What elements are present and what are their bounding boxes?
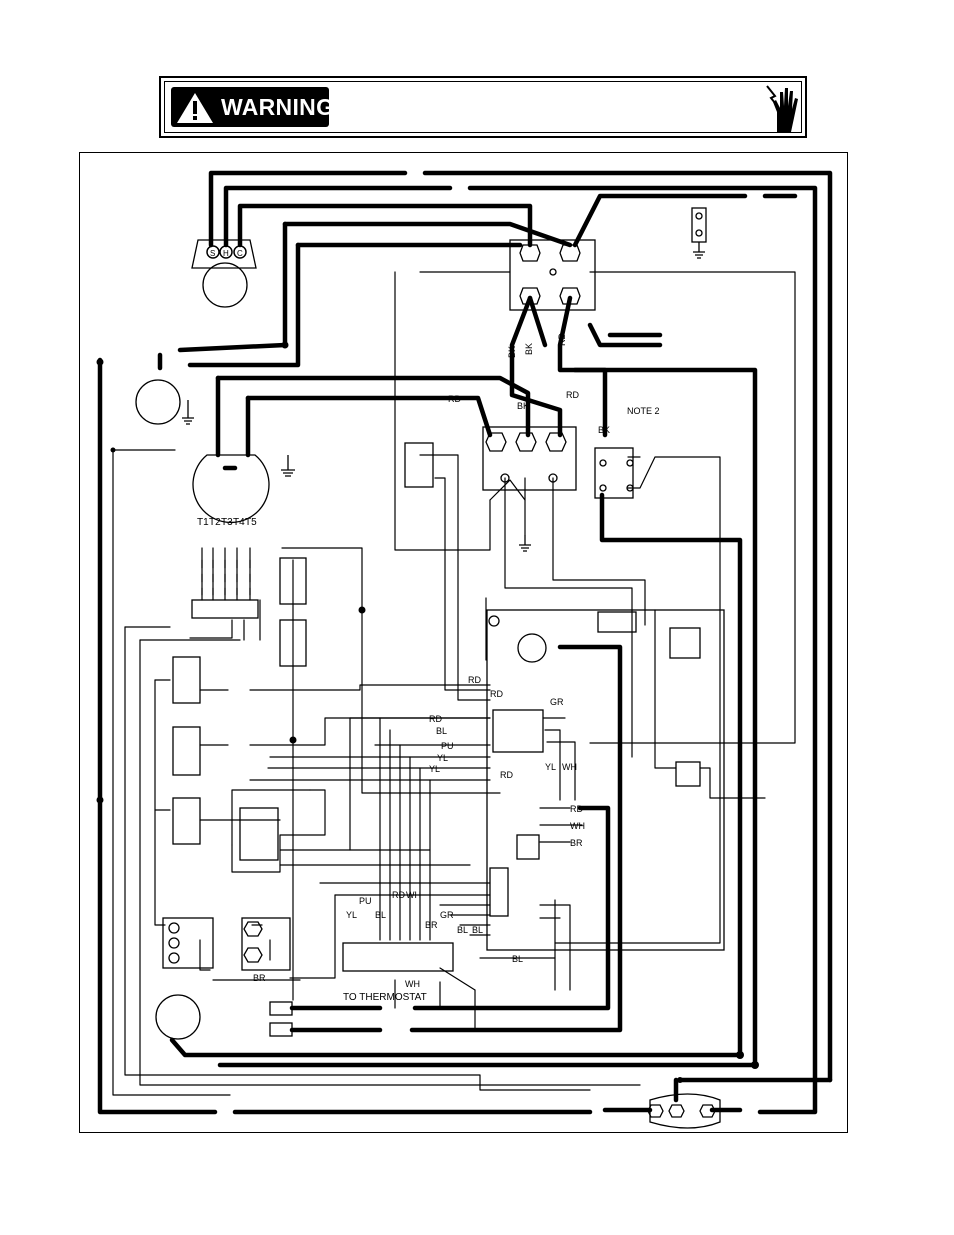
label-pu: PU <box>441 741 454 751</box>
label-rd: RD <box>490 689 503 699</box>
label-br: BR <box>253 973 266 983</box>
contactor-terminal-3 <box>519 287 541 305</box>
line-voltage-input <box>649 1093 721 1129</box>
terminal-c-label: C <box>237 249 243 258</box>
components <box>135 207 725 1129</box>
connector-b <box>269 1022 293 1037</box>
junction-dots <box>96 341 759 1083</box>
ground-icon <box>182 242 705 552</box>
connector-a <box>269 1001 293 1016</box>
terminal-h-label: H <box>223 249 229 258</box>
limit-switch-1 <box>172 656 201 704</box>
label-br: BR <box>570 838 583 848</box>
label-rd: RD <box>557 333 567 346</box>
label-bl: BL <box>375 910 386 920</box>
label-rd: RD <box>468 675 481 685</box>
contactor-terminal-4 <box>559 287 581 305</box>
label-rd: RD <box>500 770 513 780</box>
tap-t4: T4 <box>233 517 245 528</box>
limit-switch-3 <box>172 797 201 845</box>
transformer <box>482 426 577 491</box>
label-wh: WH <box>406 890 421 900</box>
six-pin-plug <box>239 807 279 861</box>
terminal-strip <box>191 599 259 619</box>
label-rd: RD <box>570 804 583 814</box>
label-br: BR <box>425 920 438 930</box>
terminal-s-label: S <box>210 249 215 258</box>
label-yl: YL <box>545 762 556 772</box>
label-bl: BL <box>512 954 523 964</box>
pressure-switch-2 <box>279 619 307 667</box>
tap-t1: T1 <box>197 517 209 528</box>
contactor <box>509 239 596 311</box>
inducer-motor <box>135 379 181 425</box>
tap-t2: T2 <box>209 517 221 528</box>
draft-inducer <box>155 994 201 1040</box>
label-rd: RD <box>566 390 579 400</box>
label-gr: GR <box>440 910 454 920</box>
relay <box>594 447 634 499</box>
thermostat-terminal-block <box>342 942 454 972</box>
to-thermostat-label: TO THERMOSTAT <box>343 992 427 1003</box>
label-rd: RD <box>429 714 442 724</box>
label-rd: RD <box>448 394 461 404</box>
note-2: NOTE 2 <box>627 406 660 416</box>
pressure-switch-1 <box>279 557 307 605</box>
compressor <box>202 262 248 308</box>
label-bk: BK <box>507 346 517 358</box>
label-rd: RD <box>392 890 405 900</box>
label-bl: BL <box>436 726 447 736</box>
label-bk: BK <box>524 343 534 355</box>
limit-switch-2 <box>172 726 201 776</box>
label-wh: WH <box>570 821 585 831</box>
label-wh: WH <box>562 762 577 772</box>
contactor-terminal-1 <box>519 244 541 262</box>
label-wh: WH <box>405 979 420 989</box>
terminal-s <box>206 245 220 259</box>
terminal-c <box>233 245 247 259</box>
control-board <box>486 609 725 951</box>
label-bl: BL <box>457 925 468 935</box>
label-yl: YL <box>429 764 440 774</box>
compressor-terminal-block <box>191 239 257 269</box>
four-pin-plug <box>675 761 701 787</box>
label-pu: PU <box>359 896 372 906</box>
wiring-diagram-frame <box>79 152 848 1133</box>
blower-motor <box>192 454 270 524</box>
label-yl: YL <box>346 910 357 920</box>
label-gr: GR <box>550 697 564 707</box>
terminal-h <box>219 245 233 259</box>
warning-banner: WARNING <box>159 76 807 138</box>
label-bk: BK <box>517 401 529 411</box>
rollout-switch <box>404 442 434 488</box>
label-yl: YL <box>437 753 448 763</box>
gas-valve <box>162 917 214 969</box>
tap-t3: T3 <box>221 517 233 528</box>
igniter-block <box>241 917 291 971</box>
label-bk: BK <box>598 425 610 435</box>
contactor-terminal-2 <box>559 244 581 262</box>
tap-t5: T5 <box>245 517 257 528</box>
label-bl: BL <box>472 925 483 935</box>
